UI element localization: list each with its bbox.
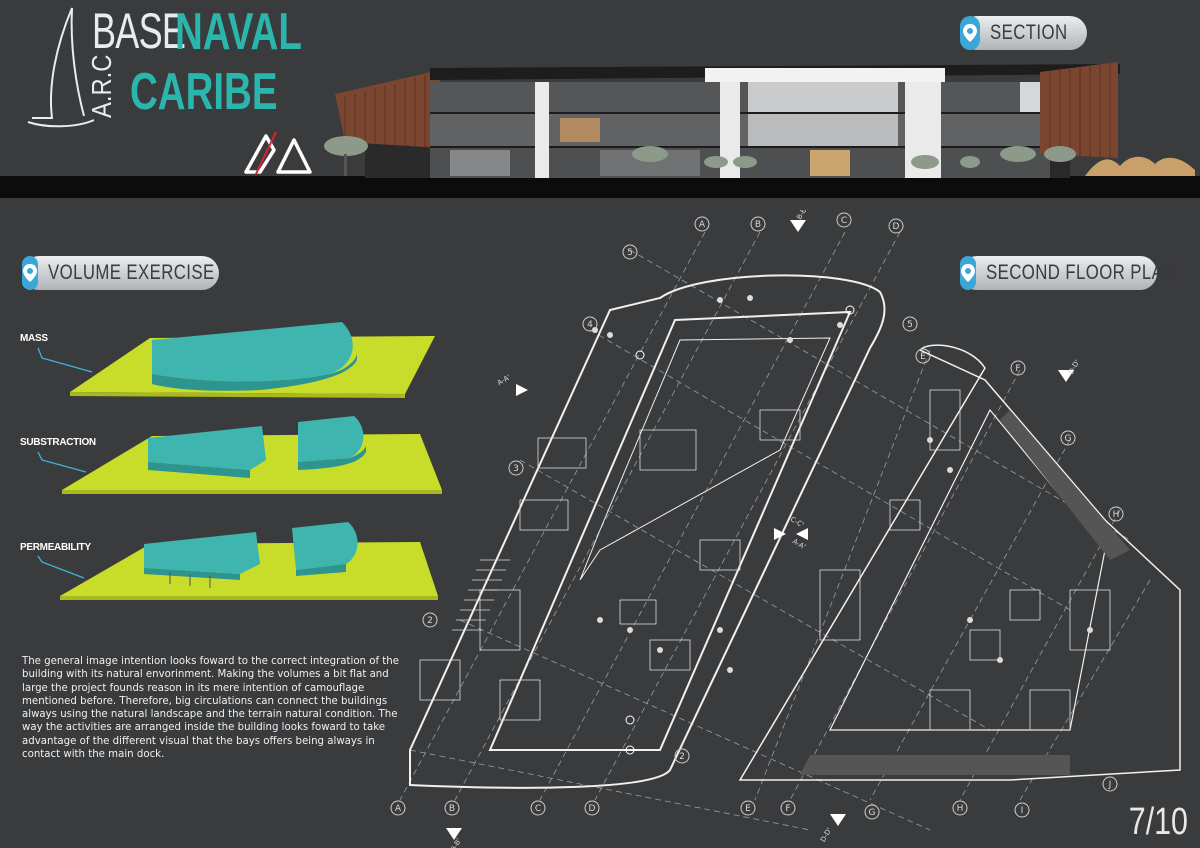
axis-label-right-h: H (1113, 510, 1120, 520)
volume-label-permeability: PERMEABILITY (20, 542, 91, 553)
location-pin-icon (960, 256, 976, 290)
section-header: SECTION (960, 16, 1087, 50)
volume-exercise-header: VOLUME EXERCISE (22, 256, 219, 290)
cut-label-cc: C-C' (789, 515, 805, 529)
second-floor-plan-header: SECOND FLOOR PLAN (960, 256, 1175, 290)
axis-label-num-3: 3 (513, 464, 519, 474)
cut-label-aa-left: A-A' (496, 373, 512, 387)
volume-label-substraction: SUBSTRACTION (20, 437, 96, 448)
volume-exercise-diagrams (37, 322, 442, 600)
axis-label-bottom-e: E (745, 804, 751, 814)
axis-label-bottom-i: I (1021, 806, 1024, 816)
volume-label-mass: MASS (20, 333, 48, 344)
axis-label-bottom-f: F (785, 804, 790, 814)
logo-word-naval: NAVAL (175, 3, 302, 61)
axis-label-num-5a: 5 (627, 248, 633, 258)
building-section-drawing (0, 62, 1200, 198)
volume-exercise-title: VOLUME EXERCISE (48, 261, 215, 284)
triangle-mark-icon (244, 131, 312, 175)
axis-label-right-g: G (1065, 434, 1072, 444)
page-number: 7/10 (1128, 801, 1188, 843)
axis-label-top-b: B (755, 220, 761, 230)
axis-label-bottom-g: G (869, 808, 876, 818)
location-pin-icon (960, 16, 981, 50)
axis-label-num-2a: 2 (427, 616, 433, 626)
axis-label-right-e: E (920, 352, 926, 362)
cut-label-bb-bottom: B-B' (449, 837, 463, 848)
axis-label-top-a: A (699, 220, 706, 230)
logo-word-caribe: CARIBE (130, 63, 278, 121)
sailboat-icon (27, 7, 95, 128)
cut-label-dd-bottom: D-D' (819, 826, 834, 843)
axis-label-top-c: C (841, 216, 847, 226)
axis-label-bottom-b: B (449, 804, 455, 814)
second-floor-plan-title: SECOND FLOOR PLAN (986, 261, 1176, 284)
axis-label-bottom-a: A (395, 804, 402, 814)
logo: BASE NAVAL A.R.C CARIBE (0, 0, 312, 180)
logo-word-base: BASE (92, 3, 186, 59)
axis-label-num-4: 4 (587, 320, 593, 330)
axis-label-bottom-d: D (589, 804, 596, 814)
location-pin-icon (22, 256, 38, 290)
axis-label-top-d: D (893, 222, 900, 232)
cut-label-dd-top: D-D' (1067, 358, 1082, 375)
axis-label-num-2b: 2 (679, 752, 685, 762)
cut-label-bb-top: B-B' (795, 210, 809, 221)
second-floor-plan-drawing: A B C D 5 5 4 3 2 2 E F G H A B C D E F … (390, 210, 1181, 848)
cut-label-aa-mid: A-A' (791, 537, 807, 551)
axis-label-right-f: F (1015, 364, 1020, 374)
axis-label-bottom-h: H (957, 804, 964, 814)
axis-label-bottom-j: J (1108, 780, 1112, 790)
axis-label-num-5b: 5 (907, 320, 913, 330)
section-title: SECTION (990, 21, 1068, 44)
project-description: The general image intention looks foward… (22, 656, 400, 761)
axis-label-bottom-c: C (535, 804, 541, 814)
